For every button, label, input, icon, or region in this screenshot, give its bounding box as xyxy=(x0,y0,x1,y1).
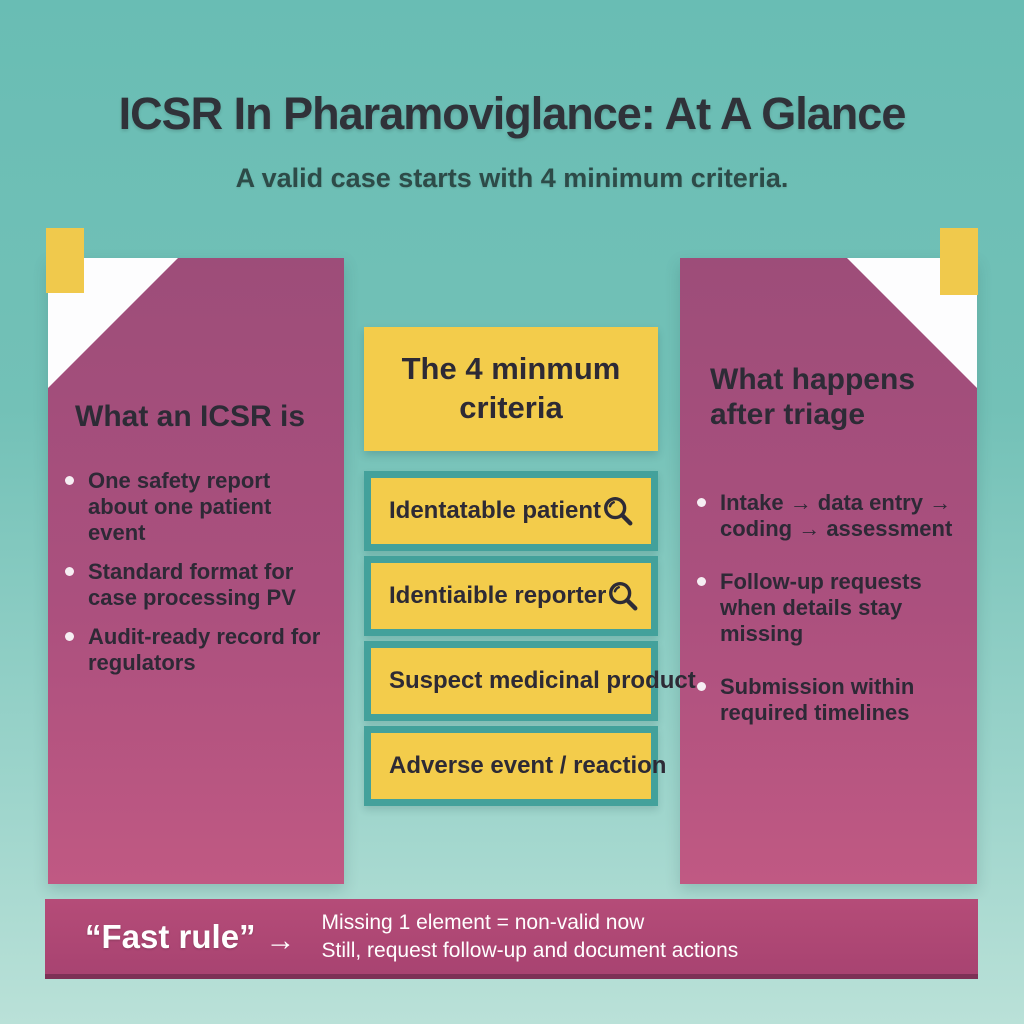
bullet-text: Standard format for case processing PV xyxy=(88,558,296,610)
right-panel-heading: What happens after triage xyxy=(710,363,916,431)
bullet-text: Follow-up requests when details stay mis… xyxy=(720,568,922,646)
list-item: Follow-up requests when details stay mis… xyxy=(697,569,963,647)
bullet-text: Submission within required timelines xyxy=(720,673,915,725)
list-item: One safety report about one patient even… xyxy=(65,468,327,546)
criteria-heading: The 4 minmum criteria xyxy=(401,351,621,425)
magnifier-icon xyxy=(604,497,633,526)
arrow-right-icon: → xyxy=(265,923,296,957)
page-subtitle: A valid case starts with 4 minimum crite… xyxy=(235,163,789,193)
criteria-item-adverse-event: Adverse event / reaction xyxy=(364,726,666,806)
list-item: Intake → data entry → coding → assessmen… xyxy=(697,490,963,542)
left-panel-bullet-list: One safety report about one patient even… xyxy=(65,468,327,689)
bullet-dot-icon xyxy=(697,576,706,586)
criteria-item-suspect-product: Suspect medicinal product xyxy=(364,641,696,721)
bullet-dot-icon xyxy=(65,566,74,576)
fast-rule-label: “Fast rule” xyxy=(85,917,256,955)
bullet-dot-icon xyxy=(65,476,74,485)
list-item: Audit-ready record for regulators xyxy=(65,624,327,676)
criteria-label: Adverse event / reaction xyxy=(389,752,667,779)
fast-rule-line2: Still, request follow-up and document ac… xyxy=(321,938,739,962)
bullet-text: Intake → data entry → coding → assessmen… xyxy=(720,490,953,541)
bullet-dot-icon xyxy=(697,498,706,507)
list-item: Submission within required timelines xyxy=(697,674,963,726)
criteria-label: Identatable patient xyxy=(389,497,602,524)
criteria-heading-box: The 4 minmum criteria xyxy=(364,327,658,451)
bullet-dot-icon xyxy=(65,631,74,641)
left-panel: What an ICSR is One safety report about … xyxy=(48,258,344,884)
bullet-text: One safety report about one patient even… xyxy=(88,468,272,545)
fast-rule-text: Missing 1 element = non-valid now Still,… xyxy=(322,909,739,964)
criteria-label: Identiaible reporter xyxy=(389,582,607,609)
right-yellow-tab xyxy=(940,228,978,295)
left-yellow-tab xyxy=(46,228,84,293)
criteria-item-identifiable-patient: Identatable patient xyxy=(364,471,658,551)
right-panel-bullet-list: Intake → data entry → coding → assessmen… xyxy=(697,490,963,753)
criteria-label: Suspect medicinal product xyxy=(389,667,696,694)
page-title: ICSR In Pharamoviglance: At A Glance xyxy=(118,88,907,139)
fast-rule-bar: “Fast rule” → Missing 1 element = non-va… xyxy=(45,899,978,979)
bullet-text: Audit-ready record for regulators xyxy=(88,623,321,675)
criteria-item-identifiable-reporter: Identiaible reporter xyxy=(364,556,658,636)
left-panel-heading: What an ICSR is xyxy=(75,400,306,433)
left-panel-background xyxy=(48,258,344,884)
right-panel: What happens after triage Intake → data … xyxy=(680,258,977,884)
magnifier-icon xyxy=(609,582,638,611)
fast-rule-line1: Missing 1 element = non-valid now xyxy=(321,911,645,935)
bullet-dot-icon xyxy=(697,681,706,691)
right-panel-background xyxy=(680,258,977,884)
list-item: Standard format for case processing PV xyxy=(65,559,327,611)
